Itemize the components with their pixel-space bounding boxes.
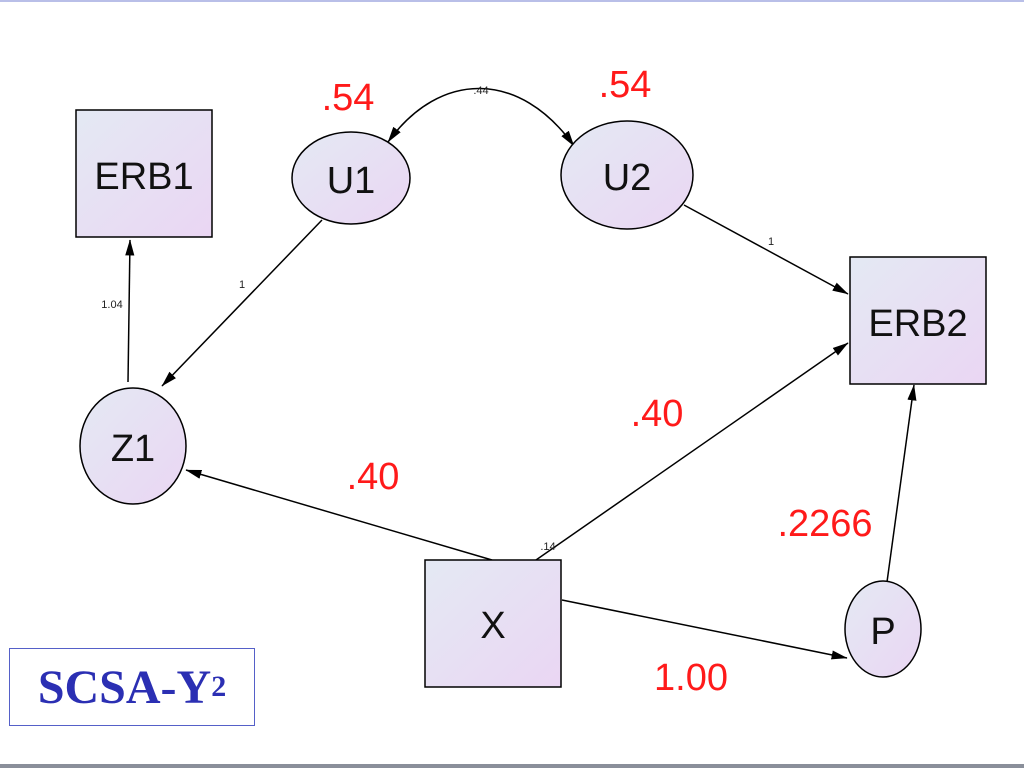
top-border: [0, 0, 1024, 2]
u2-variance-label: .54: [599, 64, 652, 106]
u2-erb2-coefficient-label: 1: [768, 236, 774, 248]
edge-p-to-erb2: [886, 384, 917, 583]
edge-x-to-p: [561, 599, 848, 660]
model-title-subscript: 2: [211, 670, 227, 703]
x-erb2-coefficient-label: .40: [631, 393, 684, 435]
node-u2: U2: [560, 120, 694, 230]
x-variance-label: .14: [540, 541, 555, 553]
node-z1: Z1: [79, 387, 187, 505]
edge-z1-to-erb1: [125, 239, 135, 383]
u1-variance-label: .54: [322, 77, 375, 119]
edge-x-to-erb2: [535, 342, 849, 561]
edge-u1-to-z1: [161, 219, 323, 387]
edge-u1-u2-covariance: [387, 87, 575, 147]
x-p-coefficient-label: 1.00: [654, 657, 728, 699]
u1-z1-coefficient-label: 1: [239, 279, 245, 291]
svg-text:P: P: [870, 611, 895, 653]
z1-erb1-coefficient-label: 1.04: [101, 299, 122, 311]
model-title: SCSA-Y: [37, 660, 212, 714]
u1-u2-covariance-label: .44: [473, 85, 488, 97]
edge-u2-to-erb2: [683, 204, 849, 295]
bottom-border: [0, 764, 1024, 768]
svg-text:ERB2: ERB2: [868, 303, 967, 345]
svg-text:U2: U2: [603, 157, 652, 199]
node-erb2: ERB2: [849, 256, 987, 385]
node-u1: U1: [291, 131, 411, 225]
node-x: X: [424, 559, 562, 688]
svg-text:ERB1: ERB1: [94, 156, 193, 198]
x-z1-coefficient-label: .40: [347, 456, 400, 498]
edge-x-to-z1: [185, 469, 493, 561]
node-p: P: [844, 580, 922, 678]
node-erb1: ERB1: [75, 109, 213, 238]
svg-text:Z1: Z1: [111, 428, 155, 470]
svg-text:U1: U1: [327, 160, 376, 202]
p-erb2-coefficient-label: .2266: [777, 503, 872, 545]
svg-text:X: X: [480, 605, 505, 647]
